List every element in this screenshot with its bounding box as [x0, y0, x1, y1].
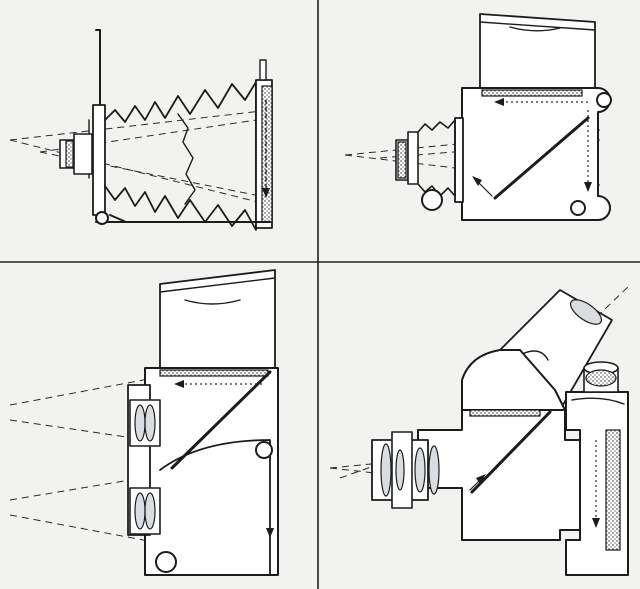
focusing-hood — [159, 269, 276, 371]
single-lens-reflex-panel — [344, 13, 612, 221]
objective-lens — [371, 431, 440, 509]
attached-camera — [565, 361, 629, 576]
light-ray — [9, 109, 271, 141]
camera-body — [461, 87, 611, 221]
light-ray — [9, 359, 251, 406]
camera-body — [144, 367, 279, 576]
reflex-mirror — [493, 116, 590, 200]
light-ray — [344, 129, 601, 156]
viewing-lens — [129, 399, 161, 447]
lens-barrel — [59, 133, 93, 175]
reflex-housing — [417, 409, 581, 541]
focusing-knob — [421, 189, 443, 211]
light-ray — [9, 514, 251, 561]
front-standard — [88, 29, 106, 216]
reflex-mirror — [470, 410, 552, 494]
view-camera-panel — [9, 29, 273, 231]
bellows — [104, 81, 257, 231]
light-ray — [344, 154, 601, 186]
focusing-hood — [479, 13, 596, 91]
twin-lens-reflex-panel — [9, 269, 279, 576]
rear-standard — [255, 59, 273, 229]
taking-lens — [129, 487, 161, 535]
viewing-mirror — [170, 370, 272, 470]
reflex-housing-panel — [329, 284, 631, 576]
camera-bed — [95, 211, 271, 225]
